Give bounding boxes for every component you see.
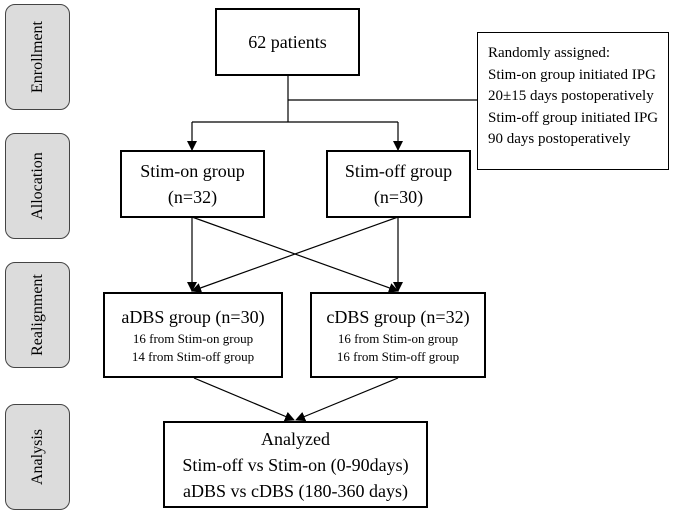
note-line: 90 days postoperatively bbox=[488, 131, 631, 147]
arrow-stim-off-to-adbs bbox=[191, 216, 399, 293]
note-line: 20±15 days postoperatively bbox=[488, 88, 654, 104]
cdbs-title: cDBS group (n=32) bbox=[326, 307, 470, 327]
enrollment-box: 62 patients bbox=[215, 8, 360, 76]
note-line: Stim-off group initiated IPG bbox=[488, 109, 659, 126]
stim-on-title: Stim-on group bbox=[140, 161, 245, 181]
analysis-box: Analyzed Stim-off vs Stim-on (0-90days) … bbox=[163, 421, 428, 508]
randomization-note: Randomly assigned: Stim-on group initiat… bbox=[477, 32, 669, 170]
stage-realignment: Realignment bbox=[5, 262, 70, 368]
stage-analysis-label: Analysis bbox=[28, 429, 46, 485]
stim-on-box: Stim-on group (n=32) bbox=[120, 150, 265, 218]
stim-off-title: Stim-off group bbox=[344, 161, 453, 181]
adbs-box: aDBS group (n=30) 16 from Stim-on group … bbox=[103, 292, 283, 378]
adbs-title: aDBS group (n=30) bbox=[121, 307, 265, 327]
stage-allocation: Allocation bbox=[5, 133, 70, 239]
stage-allocation-label: Allocation bbox=[28, 152, 46, 220]
note-line: Randomly assigned: bbox=[488, 45, 611, 61]
stim-off-count: (n=30) bbox=[373, 187, 424, 207]
note-line: Stim-on group initiated IPG bbox=[488, 66, 656, 83]
cdbs-box: cDBS group (n=32) 16 from Stim-on group … bbox=[310, 292, 486, 378]
arrow-adbs-to-analysis bbox=[193, 377, 295, 422]
stage-analysis: Analysis bbox=[5, 404, 70, 510]
analysis-title: Analyzed bbox=[261, 428, 330, 449]
cdbs-line: 16 from Stim-on group bbox=[337, 331, 459, 346]
adbs-line: 16 from Stim-on group bbox=[132, 331, 254, 346]
stim-off-box: Stim-off group (n=30) bbox=[326, 150, 471, 218]
adbs-line: 14 from Stim-off group bbox=[131, 349, 255, 364]
cdbs-line: 16 from Stim-off group bbox=[336, 349, 460, 364]
analysis-line: Stim-off vs Stim-on (0-90days) bbox=[182, 454, 409, 475]
analysis-line: aDBS vs cDBS (180-360 days) bbox=[183, 480, 408, 501]
stage-enrollment-label: Enrollment bbox=[28, 21, 46, 93]
enrollment-count: 62 patients bbox=[248, 32, 327, 52]
stage-realignment-label: Realignment bbox=[28, 274, 46, 356]
arrow-cdbs-to-analysis bbox=[295, 377, 399, 422]
stage-enrollment: Enrollment bbox=[5, 4, 70, 110]
stim-on-count: (n=32) bbox=[167, 187, 218, 207]
